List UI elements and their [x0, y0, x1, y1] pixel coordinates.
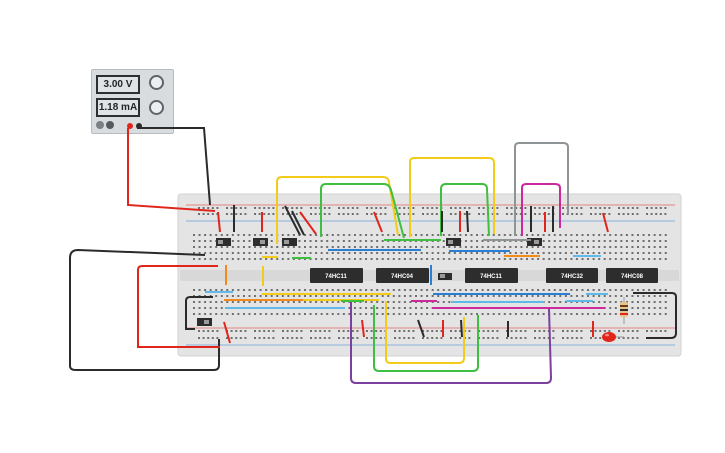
- chip-u3[interactable]: 74HC11: [465, 268, 518, 283]
- jumper-red-7[interactable]: [602, 212, 609, 233]
- ground-terminal[interactable]: [96, 121, 104, 129]
- jumper-black-2[interactable]: [284, 205, 301, 236]
- jumper-red-3[interactable]: [299, 211, 317, 235]
- switch-g[interactable]: [197, 318, 212, 326]
- power-supply[interactable]: 3.00 V 1.18 mA: [91, 69, 174, 134]
- positive-terminal[interactable]: [127, 123, 133, 129]
- wire-purple-arch[interactable]: [350, 301, 553, 384]
- jumper-black-5[interactable]: [466, 210, 469, 233]
- led[interactable]: [602, 332, 624, 342]
- voltage-display: 3.00 V: [96, 75, 140, 94]
- switch-c[interactable]: [282, 238, 297, 246]
- chip-u5-label: 74HC08: [621, 274, 644, 280]
- chip-u4-label: 74HC32: [561, 274, 584, 280]
- wire-green-arch-1[interactable]: [320, 183, 405, 239]
- chip-u3-label: 74HC11: [480, 274, 502, 280]
- jumper-black-8[interactable]: [417, 319, 425, 338]
- wire-yellow-arch-1[interactable]: [276, 176, 399, 244]
- chip-u1-label: 74HC11: [325, 274, 347, 280]
- jumper-black-9[interactable]: [460, 319, 463, 338]
- jumper-black-3[interactable]: [291, 210, 305, 236]
- wire-gray-arch[interactable]: [514, 142, 569, 236]
- wire-green-arch-bottom[interactable]: [373, 305, 479, 372]
- switch-d[interactable]: [446, 238, 461, 246]
- negative-terminal[interactable]: [136, 123, 142, 129]
- current-knob[interactable]: [149, 100, 164, 115]
- chip-u2[interactable]: 74HC04: [376, 268, 429, 283]
- chip-u5[interactable]: 74HC08: [606, 268, 658, 283]
- switch-f[interactable]: [438, 273, 452, 280]
- wire-psu-positive[interactable]: [127, 128, 216, 212]
- jumper-red-9[interactable]: [361, 319, 365, 338]
- wire-magenta-arch[interactable]: [521, 183, 561, 236]
- wire-left-black-short[interactable]: [185, 296, 213, 330]
- chip-u1[interactable]: 74HC11: [310, 268, 363, 283]
- resistor[interactable]: [620, 297, 628, 324]
- chip-u4[interactable]: 74HC32: [546, 268, 598, 283]
- voltage-knob[interactable]: [149, 75, 164, 90]
- current-display: 1.18 mA: [96, 98, 140, 117]
- jumper-red-4[interactable]: [373, 211, 383, 233]
- center-channel: [180, 270, 679, 281]
- breadboard-holes: [193, 207, 667, 339]
- wire-psu-negative[interactable]: [137, 127, 211, 206]
- chip-u2-label: 74HC04: [391, 274, 414, 280]
- wire-yellow-arch-bottom[interactable]: [385, 301, 465, 364]
- wire-right-black-loop[interactable]: [633, 292, 677, 339]
- wire-green-arch-2[interactable]: [440, 183, 490, 237]
- wire-yellow-arch-2[interactable]: [409, 157, 495, 237]
- jumper-red-8[interactable]: [223, 321, 231, 344]
- ground-terminal-2[interactable]: [106, 121, 114, 129]
- switch-e[interactable]: [527, 238, 542, 246]
- wire-left-black-loop[interactable]: [69, 248, 220, 371]
- jumper-red-1[interactable]: [217, 211, 221, 233]
- wire-left-red-loop[interactable]: [137, 265, 220, 348]
- switch-a[interactable]: [216, 238, 231, 246]
- switch-b[interactable]: [253, 238, 268, 246]
